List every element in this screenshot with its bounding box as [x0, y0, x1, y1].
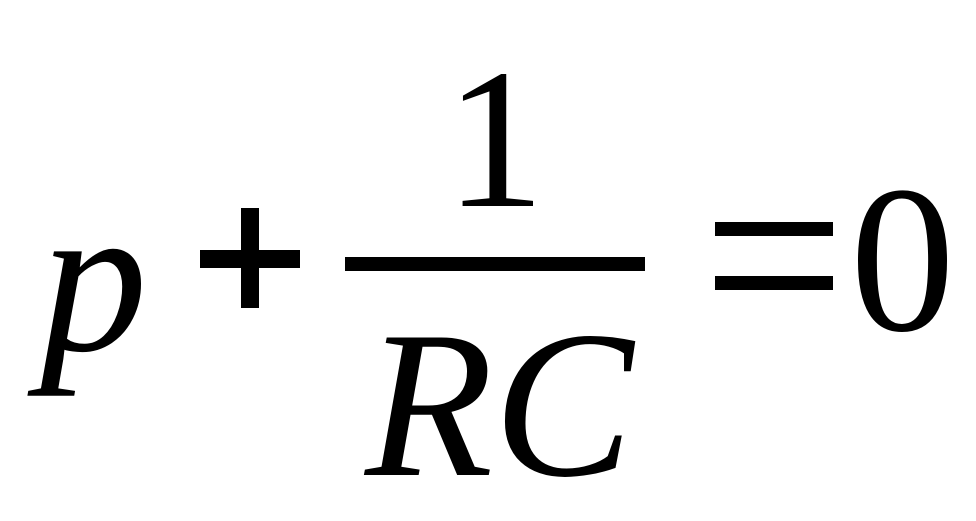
fraction-denominator: RC: [365, 289, 634, 521]
variable-p: p: [40, 158, 148, 397]
equals-sign: [715, 222, 833, 290]
plus-sign: [200, 208, 300, 308]
right-hand-side: 0: [850, 144, 955, 376]
fraction-bar: [345, 257, 645, 271]
fraction-numerator: 1: [445, 29, 545, 250]
